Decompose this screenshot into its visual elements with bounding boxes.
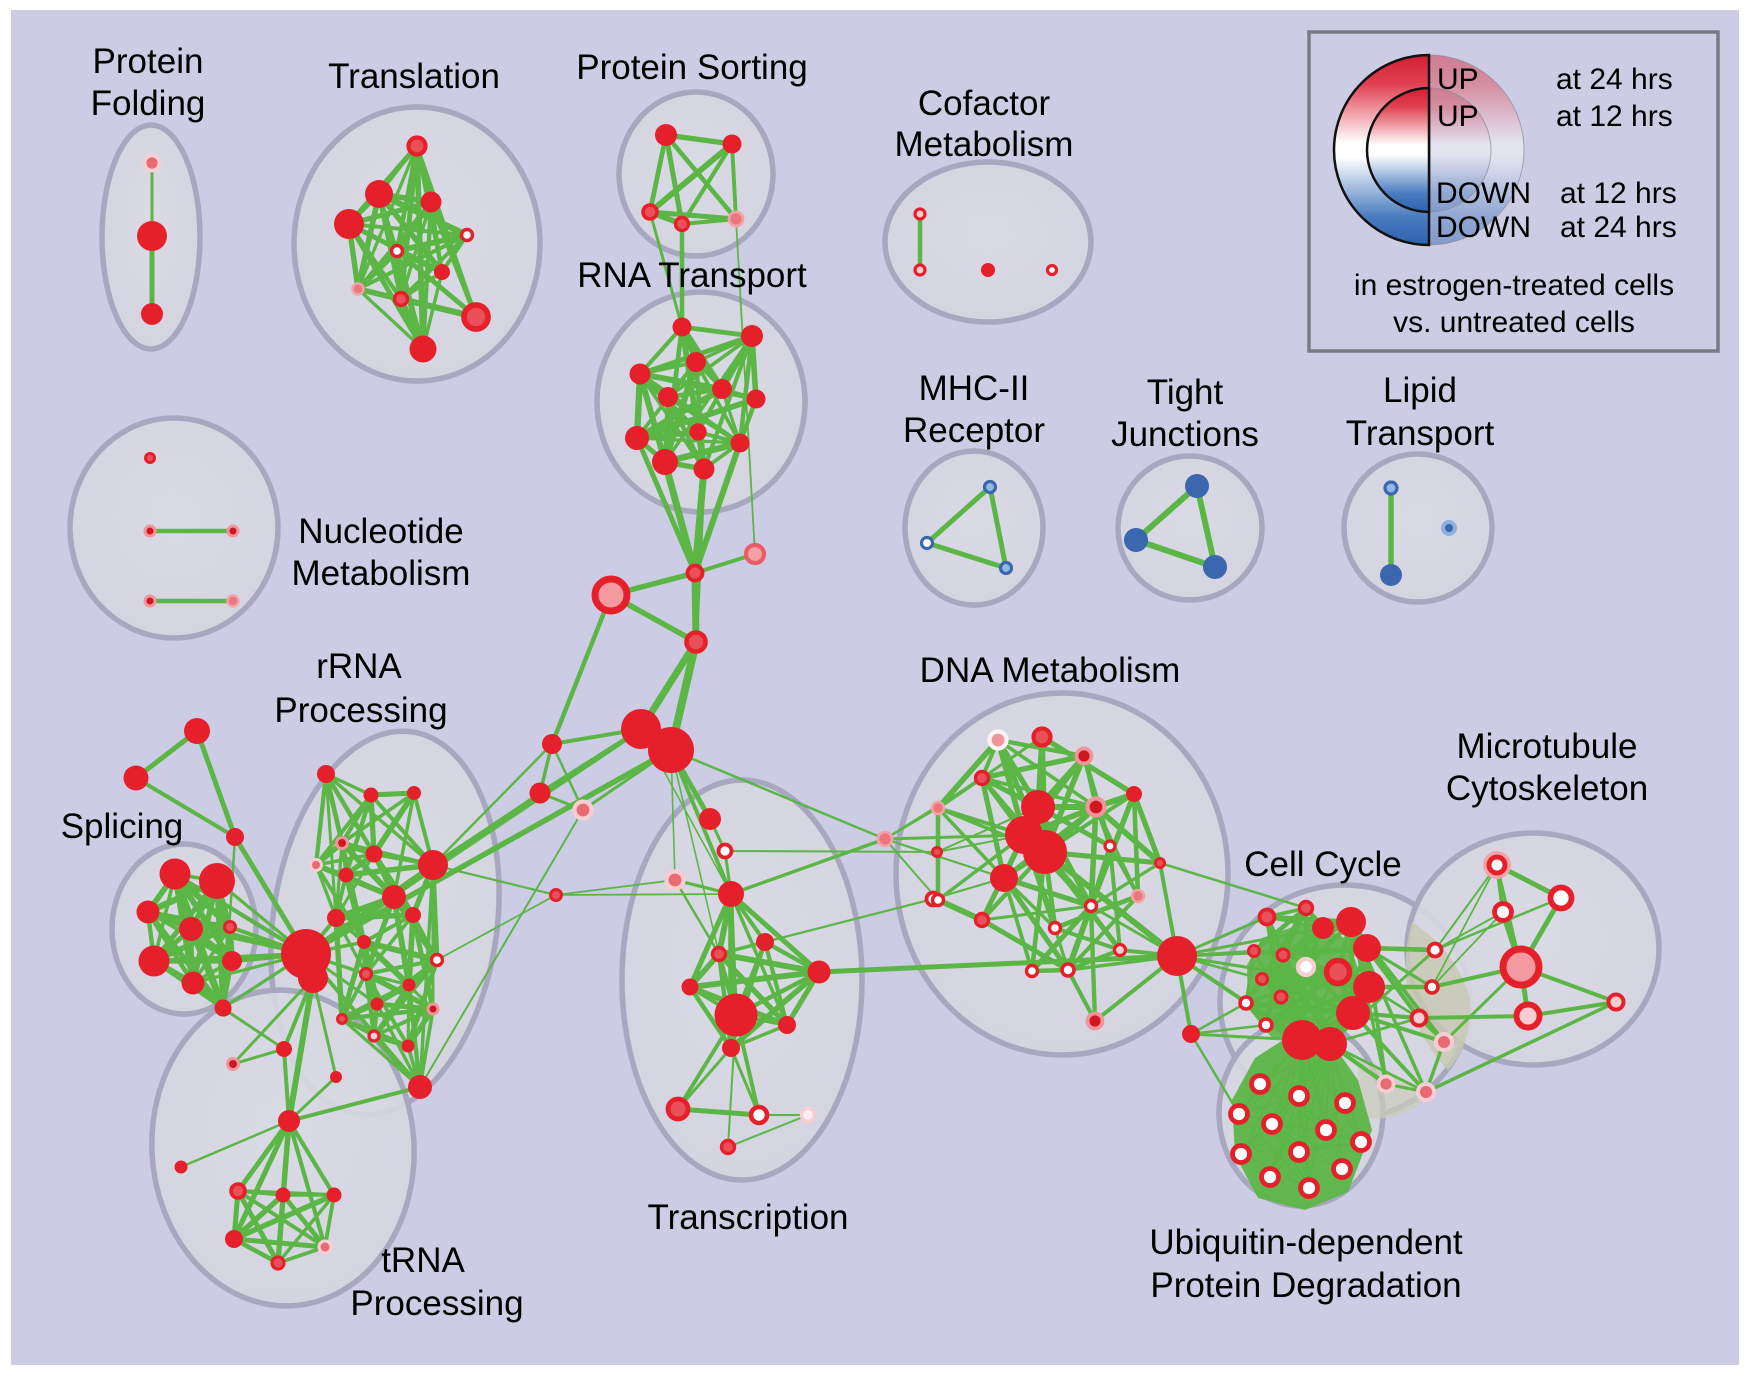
svg-text:at 24 hrs: at 24 hrs [1560, 211, 1677, 244]
svg-text:Cytoskeleton: Cytoskeleton [1446, 769, 1648, 808]
svg-text:DNA Metabolism: DNA Metabolism [920, 651, 1181, 690]
svg-text:DOWN: DOWN [1436, 177, 1531, 210]
svg-text:Junctions: Junctions [1111, 415, 1259, 454]
svg-text:DOWN: DOWN [1436, 211, 1531, 244]
svg-text:Processing: Processing [350, 1284, 523, 1323]
svg-text:RNA Transport: RNA Transport [577, 256, 807, 295]
svg-text:Nucleotide: Nucleotide [298, 512, 463, 551]
svg-text:Transport: Transport [1346, 414, 1495, 453]
svg-text:Protein: Protein [93, 42, 204, 81]
svg-text:Splicing: Splicing [61, 807, 184, 846]
svg-text:in estrogen-treated cells: in estrogen-treated cells [1354, 269, 1674, 302]
svg-text:Lipid: Lipid [1383, 371, 1457, 410]
svg-text:Metabolism: Metabolism [895, 125, 1074, 164]
svg-text:Microtubule: Microtubule [1457, 727, 1638, 766]
svg-text:Translation: Translation [328, 57, 500, 96]
svg-text:at 12 hrs: at 12 hrs [1560, 177, 1677, 210]
svg-text:Cell Cycle: Cell Cycle [1244, 845, 1402, 884]
svg-text:UP: UP [1437, 63, 1479, 96]
svg-text:rRNA: rRNA [316, 647, 402, 686]
svg-text:at 12 hrs: at 12 hrs [1556, 100, 1673, 133]
svg-text:Transcription: Transcription [648, 1198, 849, 1237]
svg-text:Protein Sorting: Protein Sorting [576, 48, 808, 87]
svg-text:vs. untreated cells: vs. untreated cells [1393, 306, 1635, 339]
svg-text:Processing: Processing [274, 691, 447, 730]
svg-text:Folding: Folding [91, 84, 206, 123]
svg-text:Receptor: Receptor [903, 411, 1045, 450]
svg-text:UP: UP [1437, 100, 1479, 133]
svg-text:Cofactor: Cofactor [918, 84, 1051, 123]
svg-text:MHC-II: MHC-II [919, 369, 1030, 408]
svg-text:Metabolism: Metabolism [292, 554, 471, 593]
svg-text:Protein Degradation: Protein Degradation [1150, 1266, 1461, 1305]
svg-text:Tight: Tight [1147, 373, 1224, 412]
svg-text:at 24 hrs: at 24 hrs [1556, 63, 1673, 96]
svg-text:Ubiquitin-dependent: Ubiquitin-dependent [1149, 1223, 1463, 1262]
svg-text:tRNA: tRNA [381, 1241, 465, 1280]
